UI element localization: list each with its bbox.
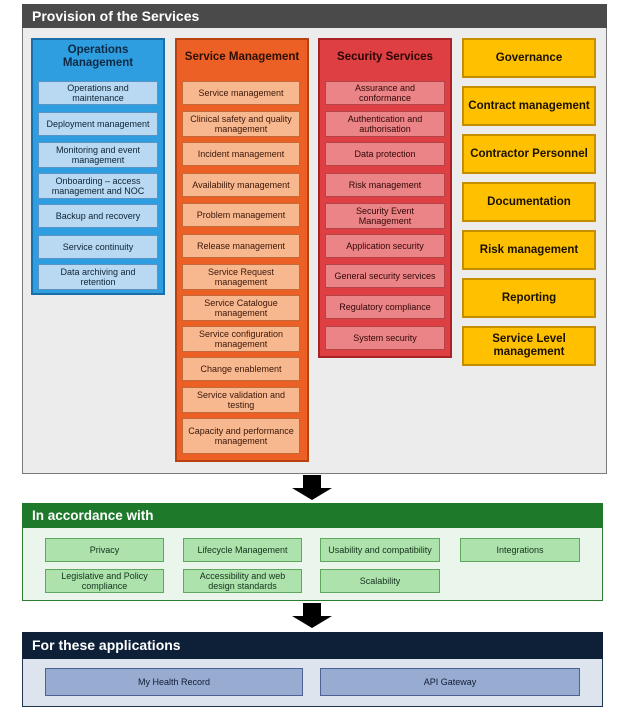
sec-item-system-security: System security	[325, 326, 445, 350]
svc-item-clinical-safety: Clinical safety and quality management	[182, 111, 300, 137]
gov-reporting: Reporting	[462, 278, 596, 318]
ops-item-backup: Backup and recovery	[38, 204, 158, 228]
accordance-lifecycle: Lifecycle Management	[183, 538, 302, 562]
svc-item-service-catalogue: Service Catalogue management	[182, 295, 300, 321]
accordance-scalability: Scalability	[320, 569, 440, 593]
ops-item-archiving: Data archiving and retention	[38, 264, 158, 290]
app-my-health-record: My Health Record	[45, 668, 303, 696]
accordance-accessibility: Accessibility and web design standards	[183, 569, 302, 593]
gov-contract-management: Contract management	[462, 86, 596, 126]
ops-item-deployment: Deployment management	[38, 112, 158, 136]
sec-item-application-security: Application security	[325, 234, 445, 258]
svc-item-change-enablement: Change enablement	[182, 357, 300, 381]
accordance-privacy: Privacy	[45, 538, 164, 562]
operations-management-title: Operations Management	[62, 44, 134, 69]
sec-item-security-event: Security Event Management	[325, 203, 445, 229]
gov-service-level: Service Level management	[462, 326, 596, 366]
down-arrow-icon	[303, 475, 321, 489]
accordance-title: In accordance with	[22, 503, 603, 528]
sec-item-regulatory: Regulatory compliance	[325, 295, 445, 319]
svc-item-service-validation: Service validation and testing	[182, 387, 300, 413]
gov-documentation: Documentation	[462, 182, 596, 222]
accordance-legislative: Legislative and Policy compliance	[45, 569, 164, 593]
down-arrow-head-icon	[292, 616, 332, 628]
svc-item-service-request: Service Request management	[182, 264, 300, 290]
accordance-usability: Usability and compatibility	[320, 538, 440, 562]
gov-contractor-personnel: Contractor Personnel	[462, 134, 596, 174]
security-services-title: Security Services	[337, 50, 433, 63]
applications-title: For these applications	[22, 632, 603, 659]
down-arrow-head-icon	[292, 488, 332, 500]
svc-item-release: Release management	[182, 234, 300, 258]
svc-item-availability: Availability management	[182, 173, 300, 197]
gov-governance: Governance	[462, 38, 596, 78]
down-arrow-icon	[303, 603, 321, 617]
svc-item-service-management: Service management	[182, 81, 300, 105]
sec-item-data-protection: Data protection	[325, 142, 445, 166]
ops-item-onboarding: Onboarding – access management and NOC	[38, 173, 158, 199]
svc-item-problem: Problem management	[182, 203, 300, 227]
sec-item-general-security: General security services	[325, 264, 445, 288]
sec-item-authentication: Authentication and authorisation	[325, 111, 445, 137]
accordance-integrations: Integrations	[460, 538, 580, 562]
ops-item-monitoring: Monitoring and event management	[38, 142, 158, 168]
ops-item-operations-maintenance: Operations and maintenance	[38, 81, 158, 105]
provision-title: Provision of the Services	[22, 4, 607, 28]
sec-item-risk-management: Risk management	[325, 173, 445, 197]
ops-item-continuity: Service continuity	[38, 235, 158, 259]
service-management-title: Service Management	[184, 50, 300, 63]
svc-item-incident: Incident management	[182, 142, 300, 166]
gov-risk-management: Risk management	[462, 230, 596, 270]
svc-item-capacity: Capacity and performance management	[182, 418, 300, 454]
sec-item-assurance: Assurance and conformance	[325, 81, 445, 105]
svc-item-service-configuration: Service configuration management	[182, 326, 300, 352]
app-api-gateway: API Gateway	[320, 668, 580, 696]
